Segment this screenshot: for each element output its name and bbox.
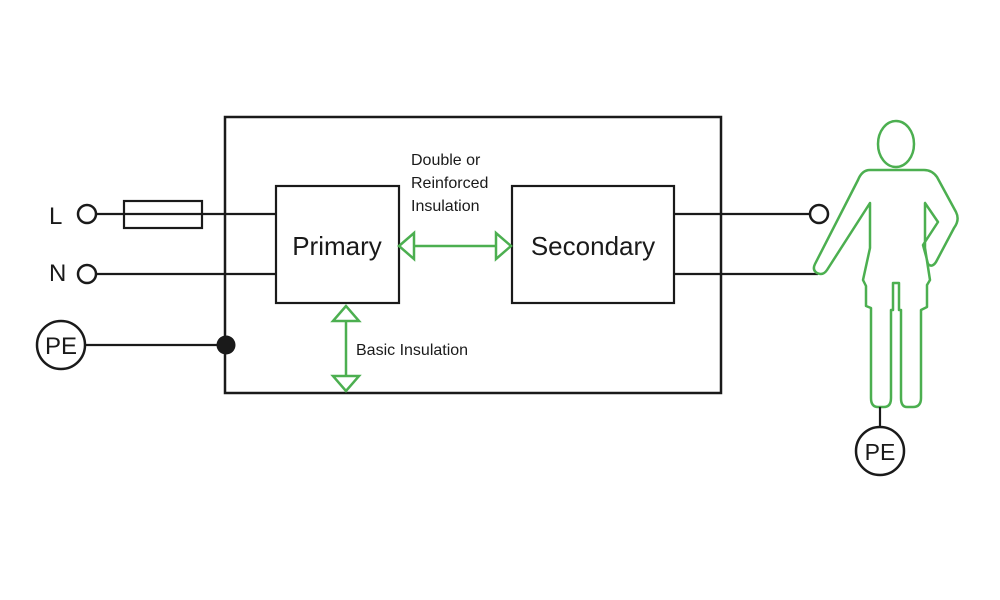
output-terminal [808, 203, 830, 225]
terminal-pe-label: PE [45, 333, 77, 360]
terminal-l-label: L [49, 203, 62, 230]
pe-junction-dot [216, 335, 236, 355]
equipment-enclosure [223, 115, 723, 395]
secondary-block [510, 184, 676, 305]
double-insulation-label-3: Insulation [411, 198, 480, 215]
primary-block [274, 184, 401, 305]
person-icon [812, 119, 959, 409]
secondary-label: Secondary [531, 231, 655, 261]
basic-insulation-label: Basic Insulation [356, 342, 468, 359]
double-insulation-label-1: Double or [411, 152, 481, 169]
person-pe-terminal [854, 425, 906, 477]
person-pe-label: PE [865, 439, 896, 465]
terminal-l [76, 203, 98, 225]
terminal-n-label: N [49, 260, 66, 287]
terminal-n [76, 263, 98, 285]
primary-label: Primary [292, 231, 382, 261]
double-insulation-arrow [397, 230, 513, 262]
basic-insulation-arrow [330, 304, 362, 393]
double-insulation-label-2: Reinforced [411, 175, 488, 192]
